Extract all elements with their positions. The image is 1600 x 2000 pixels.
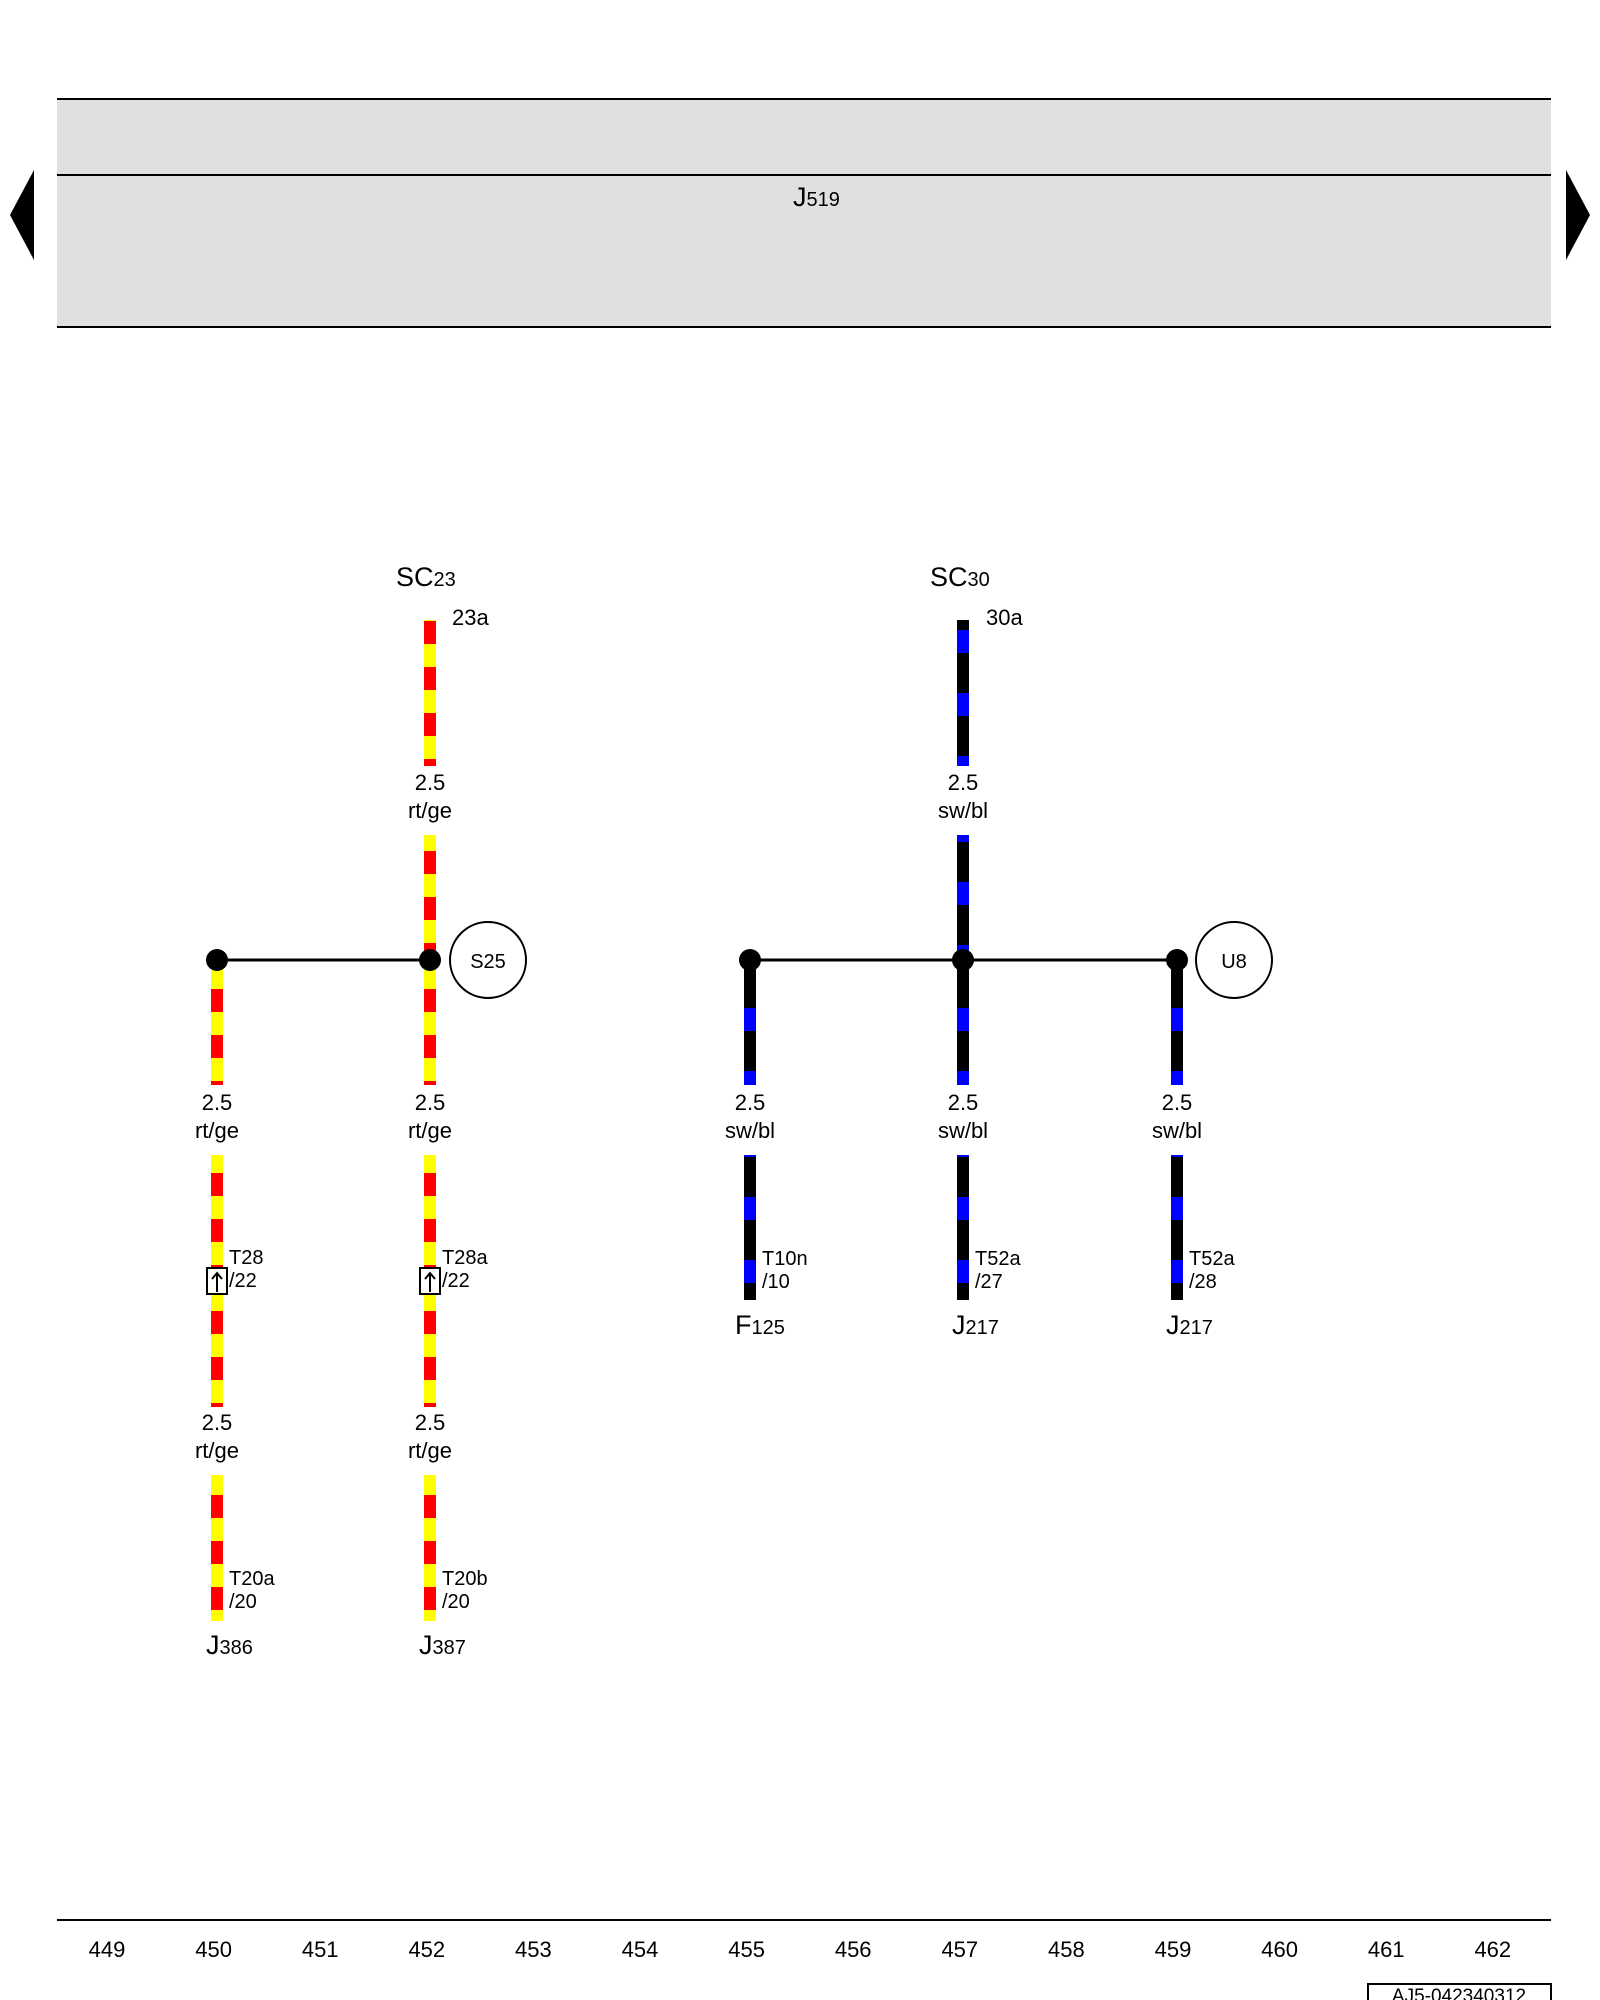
junction-dot bbox=[739, 949, 761, 971]
component-j217-a-label: J217 bbox=[952, 1310, 999, 1340]
wire-color-label: rt/ge bbox=[408, 1118, 452, 1143]
connector-t28a-pin: /22 bbox=[442, 1270, 470, 1292]
wire-size-label: 2.5 bbox=[948, 1090, 979, 1115]
wire-segment bbox=[744, 962, 756, 1085]
page-number[interactable]: 459 bbox=[1155, 1937, 1192, 1962]
wire-color-label: rt/ge bbox=[195, 1438, 239, 1463]
control-unit-header: J519 bbox=[57, 98, 1551, 328]
wire-color-label: sw/bl bbox=[725, 1118, 775, 1143]
wire-color-label: sw/bl bbox=[938, 1118, 988, 1143]
page-number[interactable]: 452 bbox=[408, 1937, 445, 1962]
connector-t20a-pin: /20 bbox=[229, 1591, 257, 1613]
connector-t28-name: T28 bbox=[229, 1247, 263, 1269]
page-number-row: 449 450 451 452 453 454 455 456 457 458 459 460 461 4… bbox=[89, 1937, 1512, 1962]
page-number[interactable]: 454 bbox=[622, 1937, 659, 1962]
splice-u8-circle bbox=[1195, 921, 1273, 999]
wire-segment bbox=[1171, 962, 1183, 1085]
connector-t20b-name: T20b bbox=[442, 1568, 488, 1590]
component-j217-b-label: J217 bbox=[1166, 1310, 1213, 1340]
wire-segment bbox=[211, 962, 223, 1085]
wire-color-label: sw/bl bbox=[938, 798, 988, 823]
connector-t52a-27-name: T52a bbox=[975, 1248, 1021, 1270]
wire-color-label: rt/ge bbox=[408, 798, 452, 823]
connector-t10n-pin: /10 bbox=[762, 1271, 790, 1293]
previous-page-arrow-icon[interactable] bbox=[10, 170, 34, 260]
wire-segment bbox=[211, 1475, 223, 1621]
wire-size-label: 2.5 bbox=[1162, 1090, 1193, 1115]
connector-t20a-name: T20a bbox=[229, 1568, 275, 1590]
component-j387-label: J387 bbox=[419, 1630, 466, 1660]
connector-t28-symbol bbox=[206, 1267, 228, 1295]
wire-size-label: 2.5 bbox=[415, 1410, 446, 1435]
wire-color-label: rt/ge bbox=[195, 1118, 239, 1143]
fuse-sc23-label: SC23 bbox=[396, 562, 456, 592]
junction-dot bbox=[1166, 949, 1188, 971]
junction-dot bbox=[952, 949, 974, 971]
component-j386-label: J386 bbox=[206, 1630, 253, 1660]
wire-size-label: 2.5 bbox=[415, 770, 446, 795]
splice-s25-circle bbox=[449, 921, 527, 999]
wire-segment bbox=[744, 1155, 756, 1300]
page-number[interactable]: 462 bbox=[1474, 1937, 1511, 1962]
wire-segment bbox=[424, 620, 436, 766]
connector-t28a-name: T28a bbox=[442, 1247, 488, 1269]
fuse-sc30-label: SC30 bbox=[930, 562, 990, 592]
wire-size-label: 2.5 bbox=[202, 1410, 233, 1435]
wire-size-label: 2.5 bbox=[735, 1090, 766, 1115]
wire-segment bbox=[957, 620, 969, 766]
page-number[interactable]: 460 bbox=[1261, 1937, 1298, 1962]
fuse-sc30-pin: 30a bbox=[986, 605, 1023, 630]
next-page-arrow-icon[interactable] bbox=[1566, 170, 1590, 260]
page-number[interactable]: 453 bbox=[515, 1937, 552, 1962]
wire-segment bbox=[1171, 1155, 1183, 1300]
wire-size-label: 2.5 bbox=[415, 1090, 446, 1115]
page-number[interactable]: 461 bbox=[1368, 1937, 1405, 1962]
reference-code-box: AJ5-042340312 bbox=[1367, 1983, 1552, 2000]
connector-t28a-symbol bbox=[419, 1267, 441, 1295]
control-unit-label: J519 bbox=[793, 182, 840, 212]
reference-code: AJ5-042340312 bbox=[1392, 1986, 1526, 2000]
splice-s25-label: S25 bbox=[470, 951, 506, 973]
component-f125-label: F125 bbox=[735, 1310, 785, 1340]
connector-t20b-pin: /20 bbox=[442, 1591, 470, 1613]
page-number[interactable]: 456 bbox=[835, 1937, 872, 1962]
wire-segment bbox=[424, 1475, 436, 1621]
splice-u8-label: U8 bbox=[1221, 951, 1247, 973]
page-number[interactable]: 455 bbox=[728, 1937, 765, 1962]
page-number[interactable]: 450 bbox=[195, 1937, 232, 1962]
junction-dot bbox=[206, 949, 228, 971]
page-number[interactable]: 449 bbox=[89, 1937, 126, 1962]
wire-size-label: 2.5 bbox=[948, 770, 979, 795]
wire-segment bbox=[957, 1155, 969, 1300]
wire-color-label: rt/ge bbox=[408, 1438, 452, 1463]
wire-size-label: 2.5 bbox=[202, 1090, 233, 1115]
page-number[interactable]: 451 bbox=[302, 1937, 339, 1962]
page-number[interactable]: 458 bbox=[1048, 1937, 1085, 1962]
page-number[interactable]: 457 bbox=[941, 1937, 978, 1962]
connector-t52a-27-pin: /27 bbox=[975, 1271, 1003, 1293]
connector-t52a-28-pin: /28 bbox=[1189, 1271, 1217, 1293]
wire-color-label: sw/bl bbox=[1152, 1118, 1202, 1143]
connector-t28-pin: /22 bbox=[229, 1270, 257, 1292]
connector-t52a-28-name: T52a bbox=[1189, 1248, 1235, 1270]
connector-t10n-name: T10n bbox=[762, 1248, 808, 1270]
junction-dot bbox=[419, 949, 441, 971]
fuse-sc23-pin: 23a bbox=[452, 605, 489, 630]
